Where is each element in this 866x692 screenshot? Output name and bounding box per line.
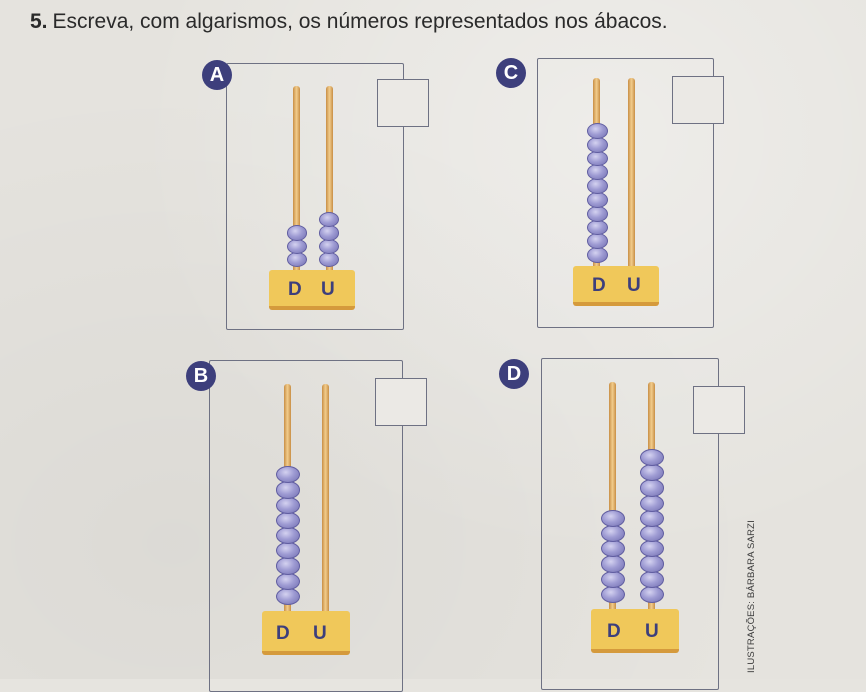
units-bead bbox=[319, 225, 339, 241]
question-number: 5. bbox=[30, 10, 48, 33]
tens-bead bbox=[586, 150, 608, 167]
tens-bead bbox=[586, 219, 608, 236]
question-heading: 5.Escreva, com algarismos, os números re… bbox=[30, 10, 668, 34]
tens-bead bbox=[601, 585, 625, 603]
tens-bead bbox=[601, 509, 625, 527]
tens-label: D bbox=[288, 279, 302, 300]
abacus-base bbox=[591, 609, 679, 653]
tens-bead bbox=[287, 251, 307, 267]
tens-bead bbox=[276, 466, 300, 484]
tens-bead bbox=[601, 555, 625, 573]
units-bead bbox=[640, 494, 664, 512]
units-bead bbox=[319, 238, 339, 254]
tens-bead bbox=[276, 557, 300, 575]
units-bead bbox=[640, 585, 664, 603]
abacus-base bbox=[262, 611, 350, 655]
abacus-label-badge: C bbox=[496, 58, 526, 88]
tens-rod bbox=[293, 86, 300, 274]
tens-label: D bbox=[607, 621, 621, 642]
tens-bead bbox=[276, 572, 300, 590]
tens-label: D bbox=[592, 275, 606, 296]
tens-bead bbox=[586, 192, 608, 208]
units-label: U bbox=[645, 621, 659, 642]
abacus-base bbox=[269, 270, 355, 310]
units-label: U bbox=[313, 623, 327, 644]
units-bead bbox=[640, 449, 664, 467]
tens-bead bbox=[287, 238, 307, 254]
tens-rod bbox=[609, 382, 616, 612]
units-rod bbox=[322, 384, 329, 614]
answer-box[interactable] bbox=[693, 386, 745, 434]
tens-label: D bbox=[276, 623, 290, 644]
answer-box[interactable] bbox=[375, 378, 427, 426]
answer-box[interactable] bbox=[377, 79, 429, 127]
tens-bead bbox=[586, 247, 608, 263]
units-rod bbox=[326, 86, 333, 274]
answer-box[interactable] bbox=[672, 76, 724, 124]
tens-bead bbox=[276, 481, 300, 499]
units-bead bbox=[640, 555, 664, 573]
credit-text: ILUSTRAÇÕES: BÁRBARA SARZI bbox=[746, 519, 757, 673]
tens-bead bbox=[276, 511, 300, 529]
tens-bead bbox=[276, 587, 300, 605]
tens-bead bbox=[586, 164, 608, 181]
tens-bead bbox=[586, 136, 608, 153]
units-label: U bbox=[627, 275, 641, 296]
illustration-credit: ILUSTRAÇÕES: BÁRBARA SARZI bbox=[735, 505, 757, 675]
units-bead bbox=[640, 509, 664, 527]
units-rod bbox=[628, 78, 635, 270]
tens-bead bbox=[276, 496, 300, 514]
tens-bead bbox=[586, 123, 608, 139]
tens-bead bbox=[586, 233, 608, 250]
units-bead bbox=[640, 479, 664, 497]
abacus-base bbox=[573, 266, 659, 306]
tens-bead bbox=[586, 178, 608, 194]
units-bead bbox=[319, 212, 339, 228]
tens-bead bbox=[601, 570, 625, 588]
abacus-label-badge: D bbox=[499, 359, 529, 389]
abacus-label-badge: B bbox=[186, 361, 216, 391]
question-text: Escreva, com algarismos, os números repr… bbox=[52, 10, 668, 33]
units-bead bbox=[640, 570, 664, 588]
tens-bead bbox=[586, 205, 608, 222]
tens-bead bbox=[287, 225, 307, 241]
units-label: U bbox=[321, 279, 335, 300]
units-bead bbox=[319, 251, 339, 267]
abacus-label-badge: A bbox=[202, 60, 232, 90]
